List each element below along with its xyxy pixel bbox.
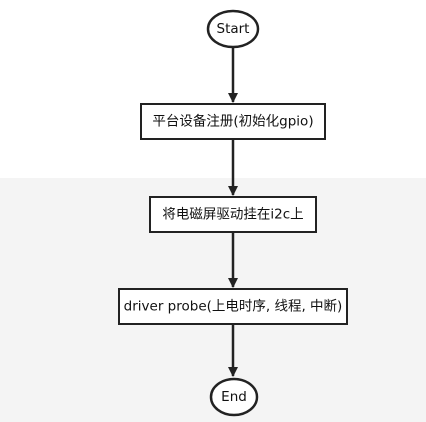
step2-label: 将电磁屏驱动挂在i2c上 (162, 207, 303, 223)
start-label: Start (217, 21, 250, 37)
process-step-attach-i2c: 将电磁屏驱动挂在i2c上 (149, 196, 317, 233)
process-step-driver-probe: driver probe(上电时序, 线程, 中断) (118, 288, 348, 325)
step3-label: driver probe(上电时序, 线程, 中断) (124, 299, 343, 315)
start-node: Start (206, 9, 260, 49)
end-label: End (221, 389, 247, 405)
end-node: End (209, 377, 259, 417)
process-step-register-device: 平台设备注册(初始化gpio) (140, 103, 326, 140)
step1-label: 平台设备注册(初始化gpio) (152, 113, 313, 130)
